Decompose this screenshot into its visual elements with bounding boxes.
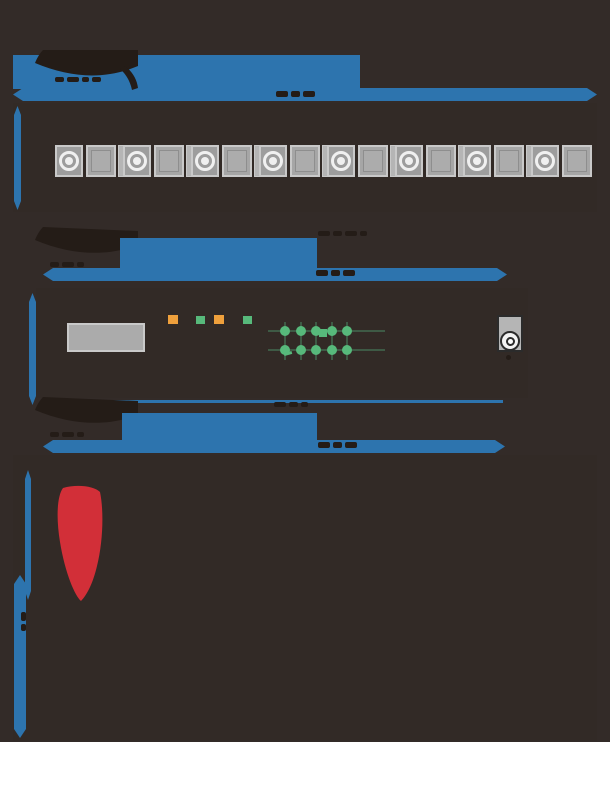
rear-panel-face bbox=[13, 455, 597, 741]
blank-module bbox=[562, 145, 592, 177]
status-led-orange bbox=[168, 315, 178, 324]
section2-width-dimension-arrow bbox=[43, 268, 507, 281]
matrix-dot bbox=[311, 326, 321, 336]
reset-pinhole-icon bbox=[506, 355, 511, 360]
blank-module bbox=[426, 145, 456, 177]
section1-sub-label-marks bbox=[55, 77, 101, 82]
keystone-jack-module bbox=[55, 145, 83, 177]
status-led-green bbox=[243, 316, 252, 324]
keystone-jack-module bbox=[463, 145, 491, 177]
matrix-dot bbox=[296, 345, 306, 355]
blank-module bbox=[290, 145, 320, 177]
matrix-dot bbox=[280, 326, 290, 336]
section3-leader-line bbox=[103, 400, 503, 403]
matrix-dot bbox=[342, 326, 352, 336]
matrix-dot bbox=[280, 345, 290, 355]
jack-circle-icon bbox=[535, 151, 555, 171]
switch-height-arrow bbox=[29, 293, 36, 405]
section3-title-bar bbox=[122, 413, 317, 445]
page-footer-strip bbox=[0, 742, 610, 800]
ink-swoosh-icon bbox=[35, 50, 138, 90]
blank-module bbox=[222, 145, 252, 177]
section3-sub-label-marks bbox=[50, 432, 84, 437]
power-jack bbox=[497, 315, 523, 352]
power-jack-outer-ring-icon bbox=[500, 331, 520, 351]
keystone-jack-module bbox=[123, 145, 151, 177]
red-accent-blade bbox=[57, 485, 103, 601]
blank-module bbox=[86, 145, 116, 177]
patch-panel-ports bbox=[0, 145, 610, 177]
matrix-line bbox=[331, 322, 333, 360]
jack-circle-icon bbox=[127, 151, 147, 171]
blank-module bbox=[494, 145, 524, 177]
matrix-dot bbox=[296, 326, 306, 336]
power-jack-inner-pin-icon bbox=[505, 336, 515, 346]
keystone-jack-module bbox=[531, 145, 559, 177]
section2-upper-text-marks bbox=[318, 231, 367, 236]
status-led-green bbox=[196, 316, 205, 324]
matrix-line bbox=[315, 322, 317, 360]
keystone-jack-module bbox=[327, 145, 355, 177]
rear-inner-height-arrow bbox=[25, 470, 31, 600]
jack-circle-icon bbox=[331, 151, 351, 171]
blank-module bbox=[358, 145, 388, 177]
jack-circle-icon bbox=[467, 151, 487, 171]
keystone-jack-module bbox=[259, 145, 287, 177]
section2-sub-label-marks bbox=[50, 262, 84, 267]
matrix-dot bbox=[311, 345, 321, 355]
rear-outer-height-arrow bbox=[14, 575, 26, 738]
section3-upper-text-marks bbox=[274, 402, 308, 407]
matrix-line bbox=[300, 322, 302, 360]
section3-width-dimension-arrow bbox=[43, 440, 505, 453]
matrix-line bbox=[268, 349, 385, 351]
matrix-dot bbox=[327, 345, 337, 355]
blank-module bbox=[154, 145, 184, 177]
section2-title-bar bbox=[120, 238, 317, 270]
section2-dimension-text-marks bbox=[316, 270, 355, 276]
keystone-jack-module bbox=[191, 145, 219, 177]
jack-circle-icon bbox=[195, 151, 215, 171]
patch-panel-height-arrow bbox=[14, 106, 21, 210]
rear-height-text-marks bbox=[21, 612, 26, 631]
matrix-line bbox=[284, 322, 286, 360]
jack-circle-icon bbox=[59, 151, 79, 171]
status-led-orange bbox=[214, 315, 224, 324]
jack-circle-icon bbox=[399, 151, 419, 171]
section1-dimension-text-marks bbox=[276, 91, 315, 97]
section3-dimension-text-marks bbox=[318, 442, 357, 448]
matrix-dot bbox=[342, 345, 352, 355]
ink-swoosh-icon bbox=[35, 397, 138, 437]
switch-display-window bbox=[67, 323, 145, 352]
matrix-dot bbox=[327, 326, 337, 336]
matrix-line bbox=[346, 322, 348, 360]
jack-circle-icon bbox=[263, 151, 283, 171]
keystone-jack-module bbox=[395, 145, 423, 177]
matrix-square bbox=[319, 329, 327, 337]
